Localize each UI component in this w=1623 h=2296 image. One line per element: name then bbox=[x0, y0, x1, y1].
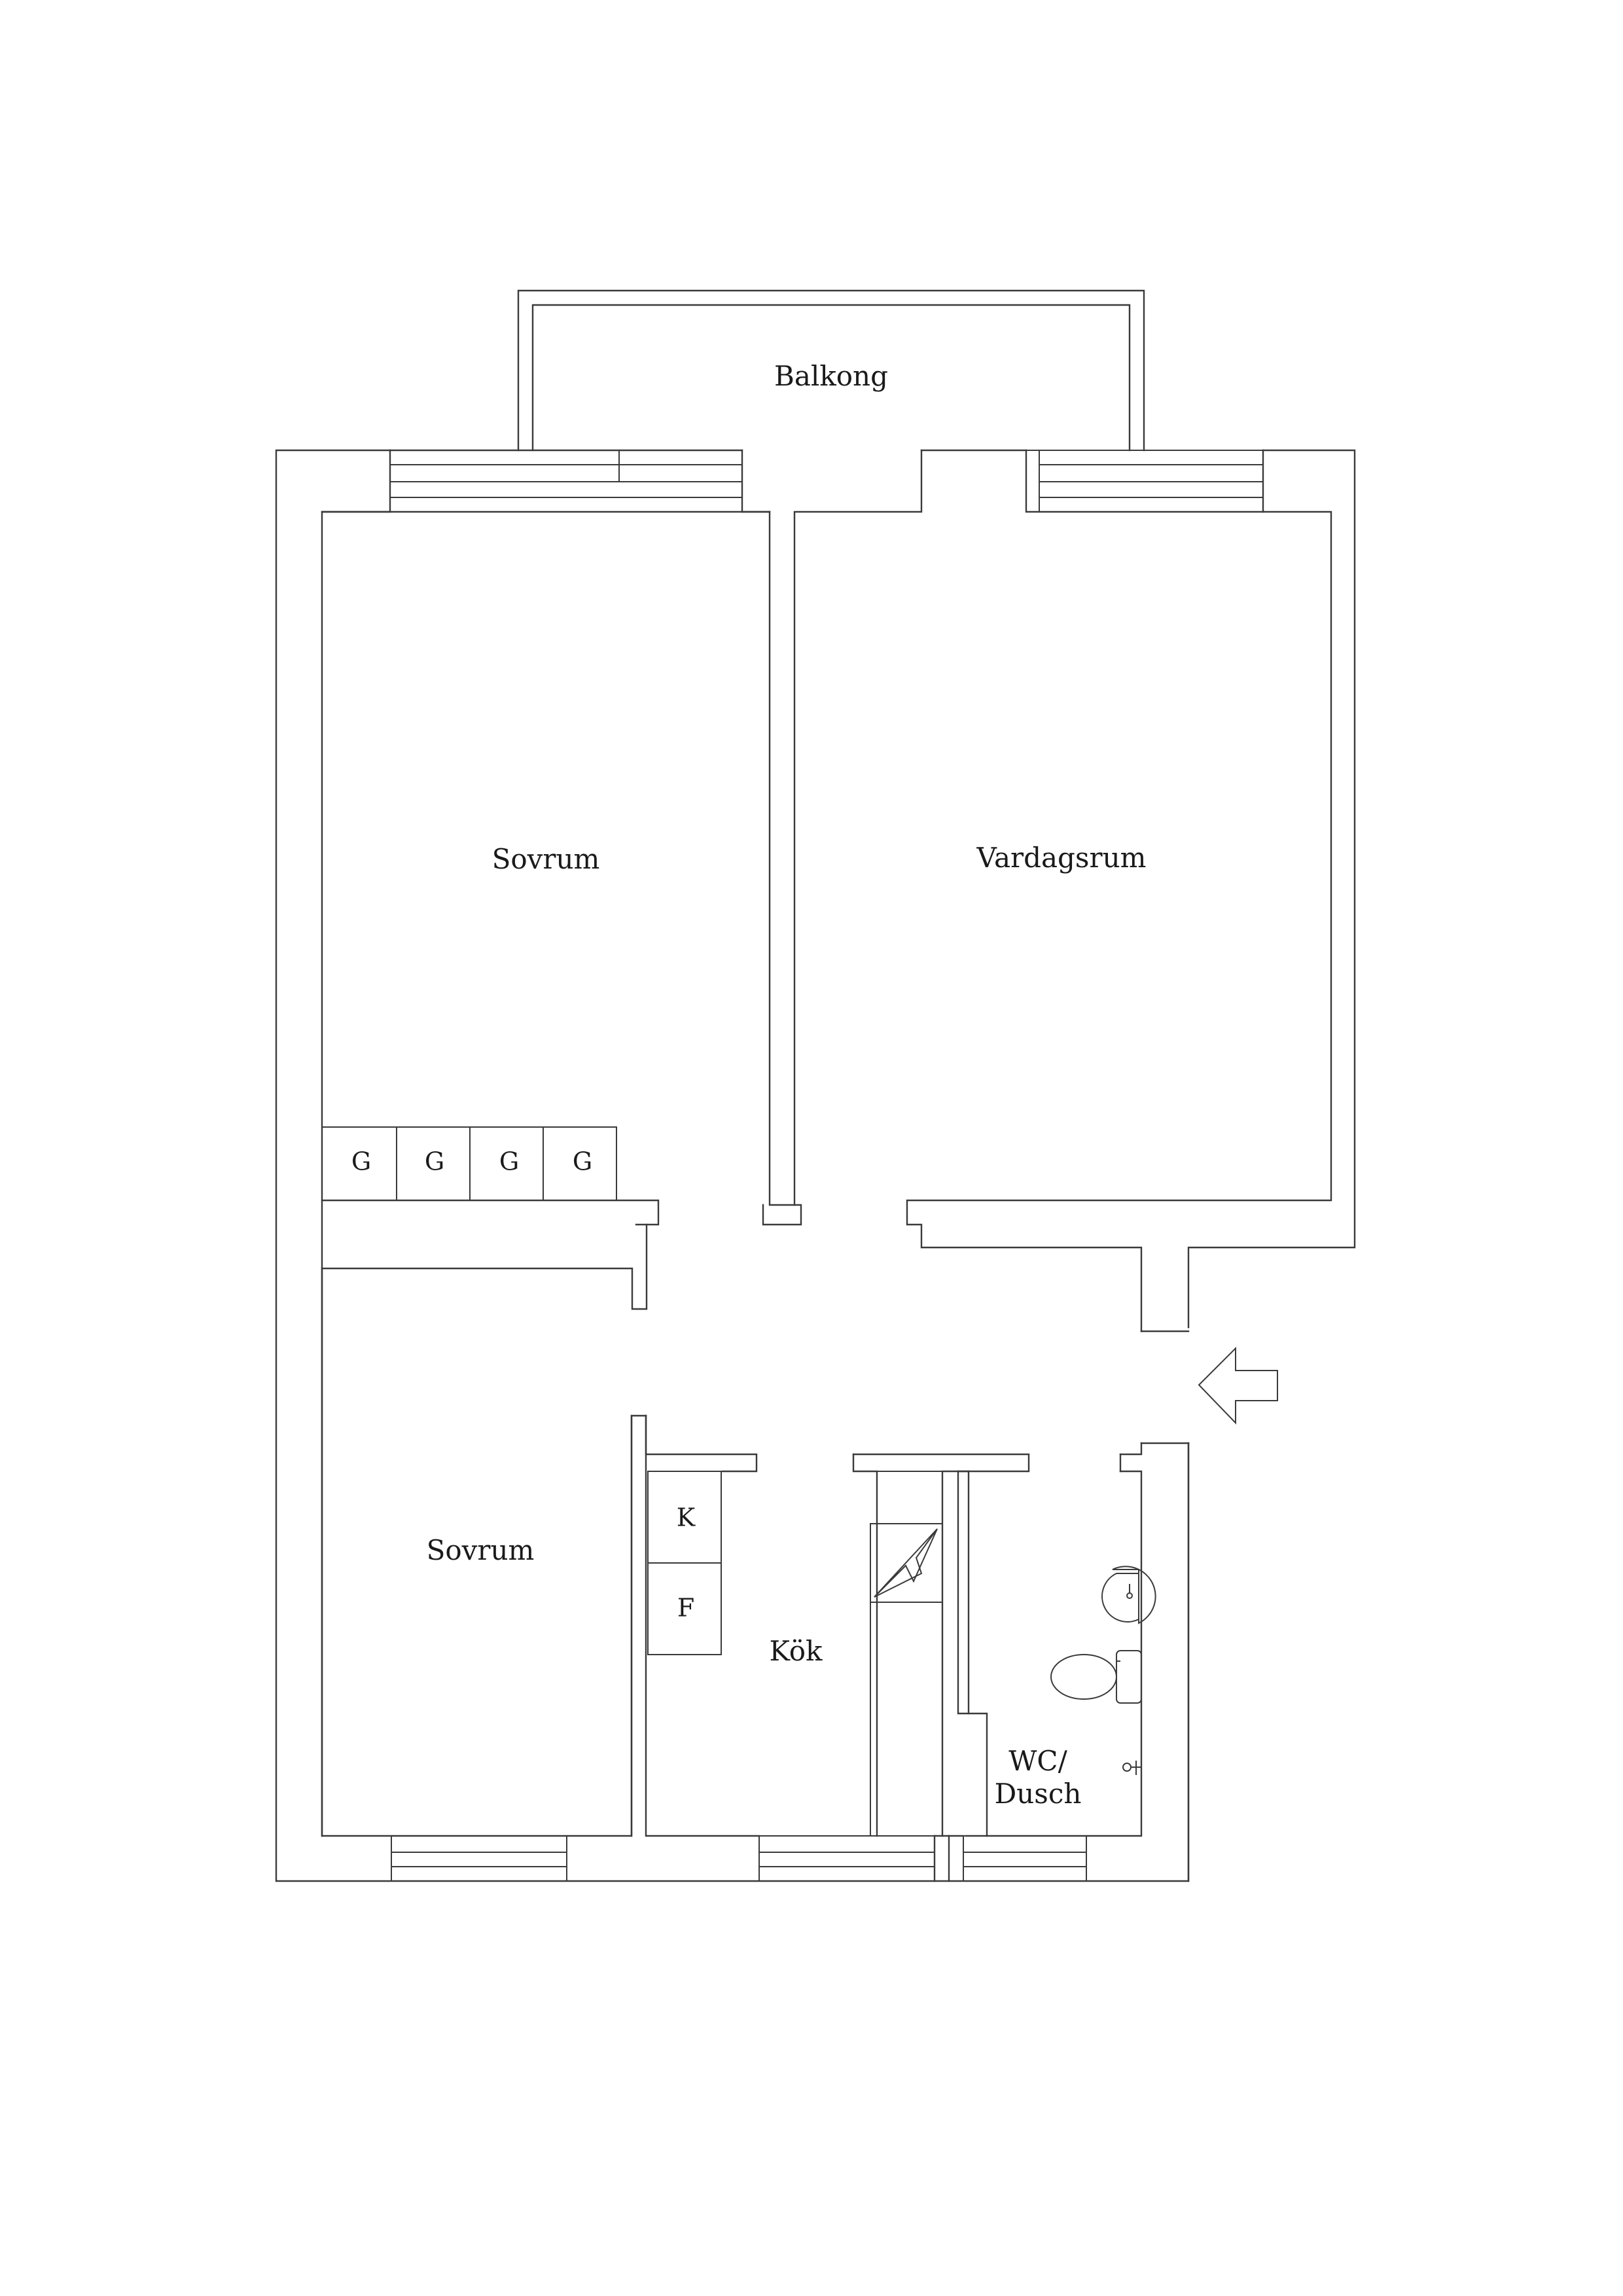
wardrobe-label: G bbox=[351, 1147, 371, 1176]
toilet-icon bbox=[1050, 1650, 1142, 1704]
kitchen bbox=[645, 1414, 1030, 1837]
freezer-label: F bbox=[677, 1594, 694, 1623]
sink-icon bbox=[1101, 1566, 1156, 1624]
bedroom-top-label: Sovrum bbox=[492, 843, 600, 875]
bathroom bbox=[957, 1442, 1143, 1837]
bathroom-label-line2: Dusch bbox=[995, 1778, 1082, 1810]
window-bottom-2 bbox=[758, 1835, 935, 1882]
wardrobe-label: G bbox=[499, 1147, 519, 1176]
window-bottom-1 bbox=[391, 1835, 567, 1882]
wardrobe-row bbox=[321, 1126, 617, 1201]
wardrobe-label: G bbox=[573, 1147, 592, 1176]
window-top-left bbox=[389, 450, 743, 512]
balcony-label: Balkong bbox=[774, 360, 888, 392]
bedroom-bottom bbox=[321, 1223, 760, 1837]
bathroom-label-line1: WC/ bbox=[1008, 1745, 1067, 1777]
window-top-right bbox=[1026, 450, 1264, 512]
fridge-label: K bbox=[677, 1503, 696, 1532]
wardrobe-label: G bbox=[425, 1147, 444, 1176]
bedroom-bottom-label: Sovrum bbox=[427, 1534, 535, 1566]
window-bottom-3 bbox=[963, 1835, 1087, 1882]
kitchen-label: Kök bbox=[770, 1635, 823, 1667]
entrance-arrow-icon bbox=[1198, 1346, 1278, 1425]
balcony bbox=[517, 289, 1145, 452]
living-room-label: Vardagsrum bbox=[976, 842, 1147, 874]
stove-icon bbox=[874, 1528, 938, 1598]
shower-icon bbox=[1122, 1761, 1141, 1775]
